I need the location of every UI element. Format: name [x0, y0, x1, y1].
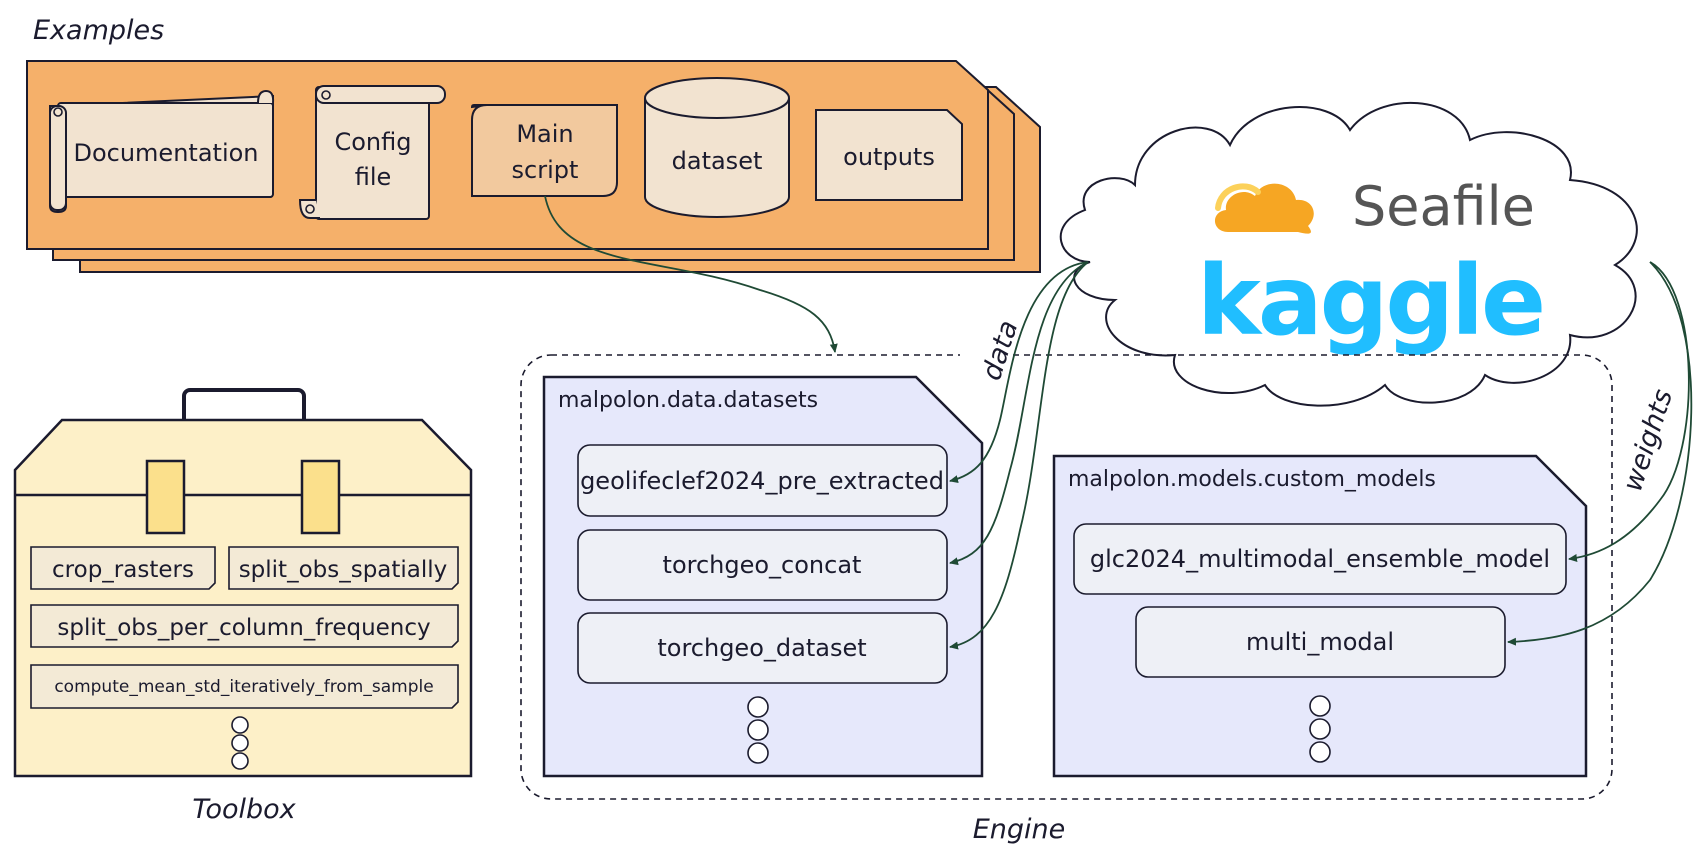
engine-boundary	[520, 354, 1613, 800]
dataset-item	[577, 529, 948, 601]
main-script-label-line1: Main	[516, 120, 573, 148]
toolbox-item-label: split_obs_per_column_frequency	[57, 615, 430, 641]
kaggle-wordmark: kaggle	[1197, 245, 1543, 357]
toolbox-latch	[145, 459, 186, 535]
config-label-line1: Config	[334, 128, 411, 156]
cloud-storage: Seafile kaggle	[1059, 101, 1638, 407]
toolbox-item-label: split_obs_spatially	[239, 557, 448, 583]
model-item-label: glc2024_multimodal_ensemble_model	[1090, 545, 1550, 573]
documentation-card: Documentation	[49, 89, 275, 214]
weights-arrow	[1507, 261, 1693, 646]
toolbox-label: Toolbox	[192, 794, 296, 825]
data-edge-label: data	[976, 317, 1024, 384]
engine-label: Engine	[973, 814, 1066, 845]
main-script-card: Main script	[470, 104, 618, 197]
dataset-cylinder: dataset	[644, 77, 790, 218]
main-script-to-engine-arrow	[544, 195, 838, 353]
model-item	[1135, 606, 1506, 678]
data-arrow	[949, 261, 1089, 484]
toolbox-latch	[300, 459, 341, 535]
outputs-card: outputs	[815, 109, 963, 201]
ellipsis-dots	[231, 716, 249, 770]
dataset-item	[577, 444, 948, 517]
documentation-label: Documentation	[73, 139, 258, 167]
toolbox-item	[228, 546, 459, 590]
toolbox-item-label: compute_mean_std_iteratively_from_sample	[54, 677, 433, 697]
engine-boundary-gap	[960, 340, 1010, 370]
model-item	[1073, 523, 1567, 595]
weights-edge-label: weights	[1617, 386, 1679, 496]
model-item-label: multi_modal	[1246, 628, 1394, 656]
datasets-module-title: malpolon.data.datasets	[558, 388, 818, 413]
dataset-item-label: torchgeo_concat	[663, 551, 862, 579]
seafile-logo: Seafile	[1214, 175, 1535, 238]
main-script-label-line2: script	[512, 156, 579, 184]
toolbox: crop_rasters split_obs_spatially split_o…	[13, 388, 473, 778]
data-arrow	[949, 261, 1089, 566]
seafile-wordmark: Seafile	[1352, 175, 1535, 238]
connectors	[544, 195, 1693, 650]
examples-label: Examples	[33, 15, 164, 46]
toolbox-item-label: crop_rasters	[52, 557, 194, 583]
models-module: malpolon.models.custom_models glc2024_mu…	[1052, 454, 1588, 778]
toolbox-item	[30, 546, 216, 590]
dataset-item-label: torchgeo_dataset	[657, 634, 866, 662]
config-label-line2: file	[355, 163, 392, 191]
dataset-item	[577, 612, 948, 684]
models-module-title: malpolon.models.custom_models	[1068, 467, 1436, 492]
config-file-card: Config file	[298, 85, 446, 220]
data-arrow	[949, 261, 1089, 650]
outputs-label: outputs	[843, 143, 935, 171]
dataset-label: dataset	[672, 147, 763, 175]
dataset-item-label: geolifeclef2024_pre_extracted	[580, 467, 944, 495]
ellipsis-dots	[747, 696, 769, 764]
seafile-cloud-icon	[1214, 183, 1314, 234]
toolbox-item	[30, 664, 459, 709]
ellipsis-dots	[1309, 695, 1331, 763]
toolbox-item	[30, 604, 459, 648]
datasets-module: malpolon.data.datasets geolifeclef2024_p…	[542, 375, 984, 778]
weights-arrow	[1568, 261, 1690, 562]
